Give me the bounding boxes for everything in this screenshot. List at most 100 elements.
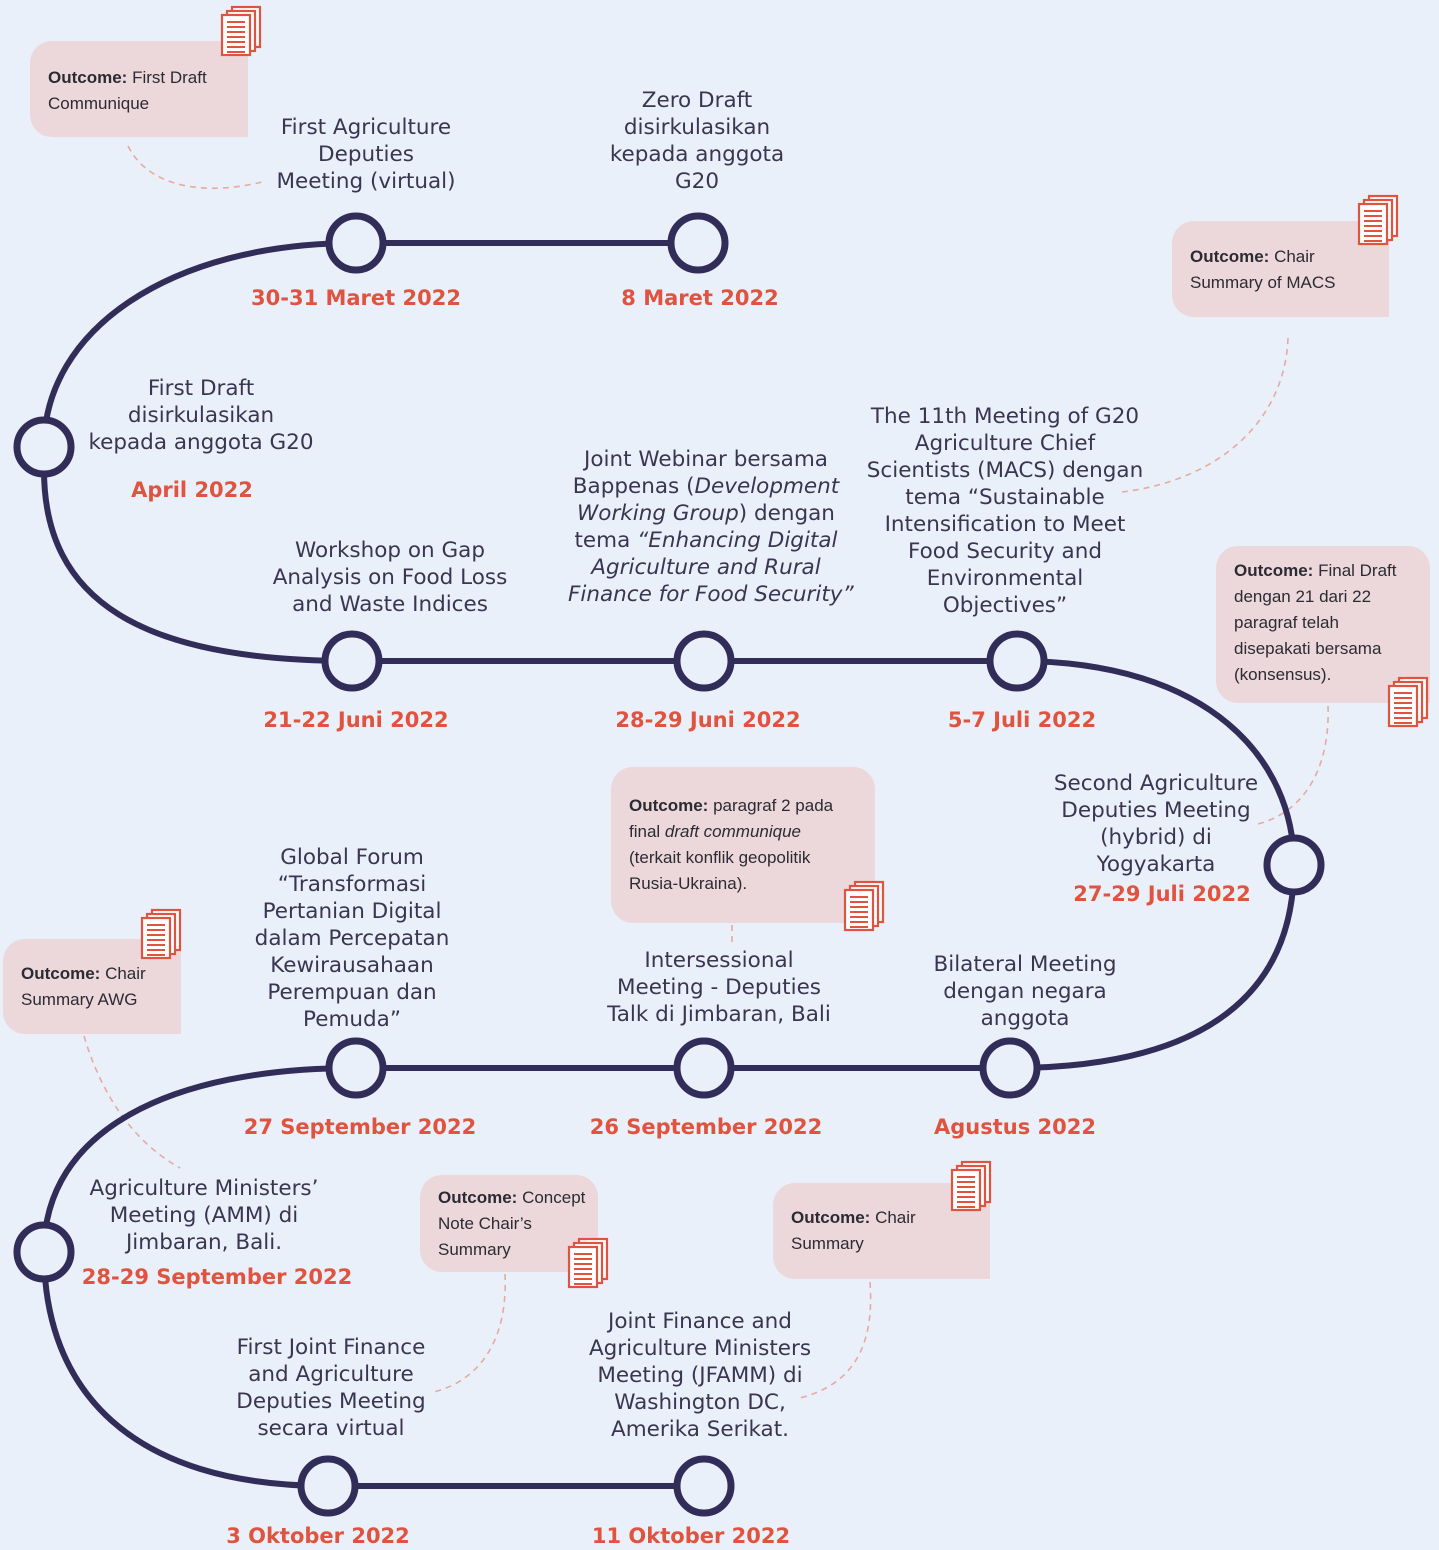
outcome-box-o5: Outcome: Chair Summary AWG <box>3 939 181 1034</box>
event-e5-description: Joint Webinar bersama Bappenas (Developm… <box>568 446 854 608</box>
event-e6-date: 5-7 Juli 2022 <box>947 708 1097 732</box>
event-e11-line: Agriculture Ministers’ <box>89 1176 319 1201</box>
event-e3-description: First Draft disirkulasikan kepada anggot… <box>83 375 319 456</box>
event-e13-description: Joint Finance and Agriculture Ministers … <box>578 1308 822 1443</box>
event-e6-line: Scientists (MACS) dengan <box>866 458 1144 483</box>
outcome-connectors <box>83 145 1329 1399</box>
timeline-node-e6 <box>986 630 1048 692</box>
event-e11-line: Jimbaran, Bali. <box>125 1230 283 1255</box>
event-e5-italic: Finance for Food Security” <box>568 582 854 607</box>
outcome-text: paragraf telah <box>1234 613 1339 632</box>
event-e5-line: Finance for Food Security” <box>568 581 854 608</box>
event-e7-line: Second Agriculture <box>1053 771 1259 796</box>
event-e10-line: Kewirausahaan <box>270 953 434 978</box>
event-e10-line: Pemuda” <box>303 1007 401 1032</box>
timeline-node-e8 <box>979 1037 1041 1099</box>
event-e10-line: dalam Percepatan <box>254 926 450 951</box>
outcome-text: Summary <box>438 1240 511 1259</box>
document-icon <box>220 5 262 57</box>
timeline-node-e3 <box>13 416 75 478</box>
outcome-text: dengan 21 dari 22 <box>1234 587 1372 606</box>
event-e5-line: Agriculture and Rural <box>568 554 844 581</box>
event-e4-line: Workshop on Gap <box>294 538 485 563</box>
timeline-node-e12 <box>297 1455 359 1517</box>
event-e7-date: 27-29 Juli 2022 <box>1073 882 1251 906</box>
event-e13-line: Agriculture Ministers <box>588 1336 812 1361</box>
outcome-text: (terkait konflik geopolitik <box>629 848 811 867</box>
outcome-italic: draft communique <box>664 822 801 841</box>
outcome-box-o3: Outcome: Final Draft dengan 21 dari 22 p… <box>1216 546 1430 703</box>
timeline-nodes <box>13 212 1325 1517</box>
event-e5-italic: “Enhancing Digital <box>637 528 838 553</box>
event-e13-line: Joint Finance and <box>608 1309 792 1334</box>
outcome-text: Chair <box>1274 247 1315 266</box>
event-e12-line: secara virtual <box>257 1416 405 1441</box>
document-icon <box>567 1237 609 1289</box>
connector-o2 <box>1121 337 1289 493</box>
event-e1-line: disirkulasikan <box>623 115 771 140</box>
event-e6-line: Objectives” <box>942 593 1068 618</box>
event-e8-date: Agustus 2022 <box>934 1115 1096 1139</box>
outcome-label: Outcome: <box>629 796 709 815</box>
event-e5-text: tema <box>574 528 638 553</box>
event-e5-line: Working Group) dengan <box>568 500 844 527</box>
event-e6-line: Environmental <box>926 566 1084 591</box>
event-e10-line: Global Forum <box>280 845 424 870</box>
event-e10-line: “Transformasi <box>277 872 427 897</box>
timeline-node-e2 <box>325 212 387 274</box>
event-e1-line: G20 <box>674 169 720 194</box>
timeline-node-e10 <box>325 1037 387 1099</box>
timeline-node-e1 <box>667 212 729 274</box>
outcome-label: Outcome: <box>438 1188 518 1207</box>
event-e4-description: Workshop on Gap Analysis on Food Loss an… <box>265 537 515 618</box>
outcome-text: (konsensus). <box>1234 665 1332 684</box>
event-e5-text: ) dengan <box>738 501 835 526</box>
document-icon <box>950 1160 992 1212</box>
event-e8-line: dengan negara <box>943 979 1107 1004</box>
outcome-text: Chair <box>105 964 146 983</box>
event-e5-line: Bappenas (Development <box>568 473 844 500</box>
outcome-text: Summary AWG <box>21 990 138 1009</box>
event-e5-italic: Working Group <box>577 501 739 526</box>
event-e8-description: Bilateral Meeting dengan negara anggota <box>917 951 1133 1032</box>
event-e3-line: kepada anggota G20 <box>88 430 314 455</box>
event-e12-line: First Joint Finance <box>236 1335 426 1360</box>
event-e9-date: 26 September 2022 <box>589 1115 823 1139</box>
connector-o7 <box>799 1281 872 1399</box>
document-icon <box>1357 194 1399 246</box>
event-e12-line: Deputies Meeting <box>236 1389 426 1414</box>
event-e7-description: Second Agriculture Deputies Meeting (hyb… <box>1043 770 1269 878</box>
document-icon <box>1387 676 1429 728</box>
timeline-node-e9 <box>673 1037 735 1099</box>
event-e5-italic: Agriculture and Rural <box>591 555 821 580</box>
event-e3-line: disirkulasikan <box>127 403 275 428</box>
event-e12-date: 3 Oktober 2022 <box>226 1524 410 1548</box>
outcome-text: disepakati bersama <box>1234 639 1382 658</box>
event-e6-line: Intensification to Meet <box>884 512 1126 537</box>
event-e12-description: First Joint Finance and Agriculture Depu… <box>224 1334 438 1442</box>
event-e4-line: Analysis on Food Loss <box>272 565 508 590</box>
event-e5-text: Bappenas ( <box>572 474 695 499</box>
outcome-text: Summary of MACS <box>1190 273 1336 292</box>
event-e13-line: Meeting (JFAMM) di <box>597 1363 803 1388</box>
event-e1-line: Zero Draft <box>641 88 753 113</box>
event-e7-line: (hybrid) di <box>1100 825 1212 850</box>
event-e11-line: Meeting (AMM) di <box>109 1203 299 1228</box>
event-e6-line: Agriculture Chief <box>914 431 1096 456</box>
event-e10-description: Global Forum “Transformasi Pertanian Dig… <box>245 844 459 1033</box>
timeline-node-e11 <box>13 1221 75 1283</box>
event-e13-date: 11 Oktober 2022 <box>591 1524 791 1548</box>
event-e2-line: First Agriculture <box>280 115 452 140</box>
outcome-text: Chair <box>875 1208 916 1227</box>
event-e1-date: 8 Maret 2022 <box>621 286 779 310</box>
outcome-text: Rusia-Ukraina). <box>629 874 748 893</box>
outcome-label: Outcome: <box>48 68 128 87</box>
timeline-node-e13 <box>673 1455 735 1517</box>
event-e13-line: Washington DC, <box>614 1390 786 1415</box>
event-e8-line: anggota <box>980 1006 1070 1031</box>
event-e5-date: 28-29 Juni 2022 <box>615 708 801 732</box>
outcome-text: Final Draft <box>1318 561 1397 580</box>
connector-o1 <box>127 145 263 190</box>
